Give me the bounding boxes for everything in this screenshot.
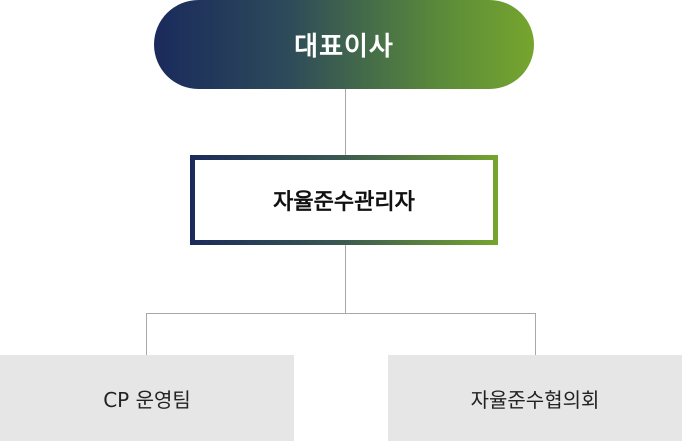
connector-officer-down <box>345 245 346 313</box>
cp-operations-team-label: CP 운영팀 <box>103 387 191 412</box>
ceo-label: 대표이사 <box>294 32 394 62</box>
compliance-officer-node: 자율준수관리자 <box>190 155 498 245</box>
connector-left-drop <box>146 313 147 355</box>
compliance-council-node: 자율준수협의회 <box>388 355 682 441</box>
cp-operations-team-node: CP 운영팀 <box>0 355 294 441</box>
connector-horizontal <box>146 313 536 314</box>
connector-ceo-to-officer <box>345 89 346 155</box>
connector-right-drop <box>535 313 536 355</box>
compliance-council-label: 자율준수협의회 <box>470 387 600 412</box>
ceo-node: 대표이사 <box>154 0 534 89</box>
compliance-officer-box: 자율준수관리자 <box>195 160 493 240</box>
compliance-officer-label: 자율준수관리자 <box>273 190 415 215</box>
